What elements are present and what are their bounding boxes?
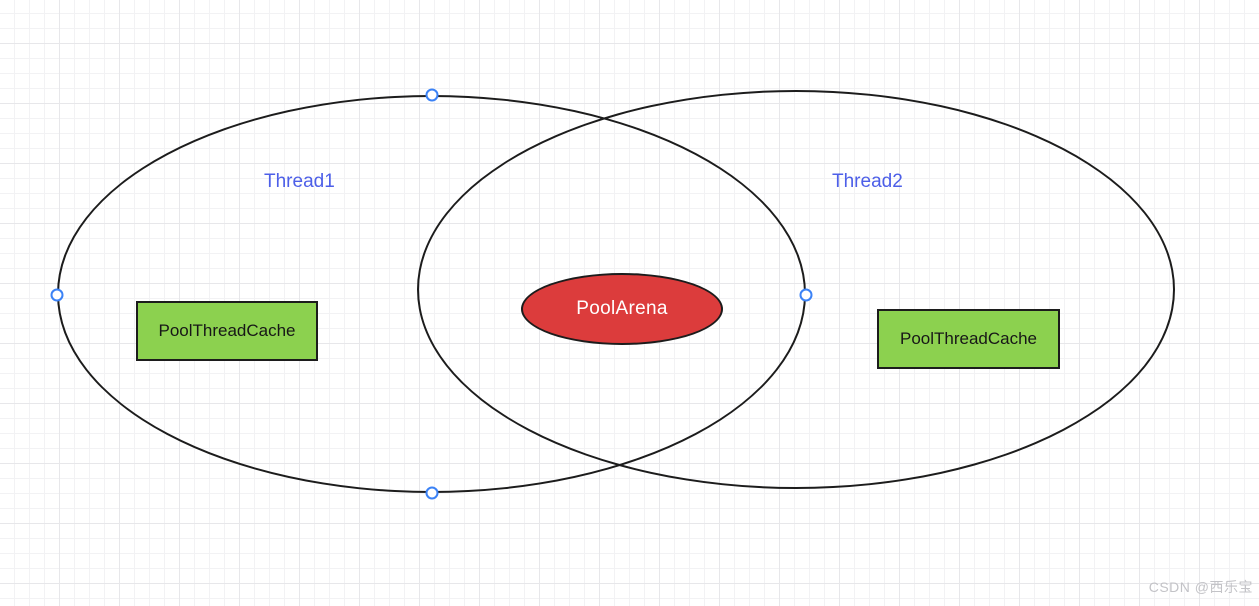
watermark: CSDN @西乐宝 (1148, 579, 1253, 595)
selection-handle-right[interactable] (799, 288, 813, 302)
selection-handle-top[interactable] (425, 88, 439, 102)
pool-arena-label: PoolArena (576, 298, 668, 319)
selection-handle-bottom[interactable] (425, 486, 439, 500)
pool-thread-cache-right-label: PoolThreadCache (899, 329, 1038, 348)
thread2-label[interactable]: Thread2 (832, 171, 903, 192)
pool-thread-cache-left-label: PoolThreadCache (158, 321, 296, 340)
thread2-ellipse[interactable] (417, 90, 1175, 489)
thread1-label[interactable]: Thread1 (264, 171, 335, 192)
pool-thread-cache-right-box[interactable]: PoolThreadCache (877, 309, 1060, 369)
pool-arena-ellipse[interactable]: PoolArena (521, 273, 723, 345)
pool-thread-cache-left-box[interactable]: PoolThreadCache (136, 301, 318, 361)
selection-handle-left[interactable] (50, 288, 64, 302)
